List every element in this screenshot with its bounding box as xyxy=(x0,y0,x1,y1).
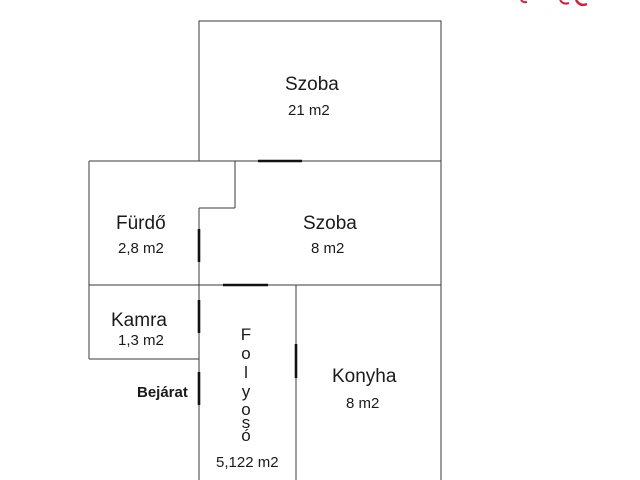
doors xyxy=(197,159,302,405)
room-area-konyha: 8 m2 xyxy=(346,395,379,412)
folyoso-letter: s xyxy=(242,413,251,432)
room-name-furdo: Fürdő xyxy=(116,213,166,234)
folyoso-letter: o xyxy=(241,400,250,419)
room-area-folyoso: 5,122 m2 xyxy=(216,454,279,471)
folyoso-letter: l xyxy=(244,363,248,382)
room-area-szoba-mid: 8 m2 xyxy=(311,240,344,257)
entrance-label: Bejárat xyxy=(137,384,188,401)
room-name-konyha: Konyha xyxy=(332,366,397,387)
room-area-szoba-top: 21 m2 xyxy=(288,102,330,119)
folyoso-letter: o xyxy=(241,344,250,363)
room-area-kamra: 1,3 m2 xyxy=(118,332,164,349)
folyoso-letter: y xyxy=(242,382,251,401)
room-name-folyoso: F o l y o s ó xyxy=(241,325,251,445)
room-name-szoba-mid: Szoba xyxy=(303,213,357,234)
room-name-szoba-top: Szoba xyxy=(285,74,339,95)
folyoso-letter: F xyxy=(241,325,251,344)
room-name-kamra: Kamra xyxy=(111,310,167,331)
room-area-furdo: 2,8 m2 xyxy=(118,240,164,257)
folyoso-letter: ó xyxy=(241,426,250,445)
logo-fragment-icon xyxy=(520,0,588,7)
